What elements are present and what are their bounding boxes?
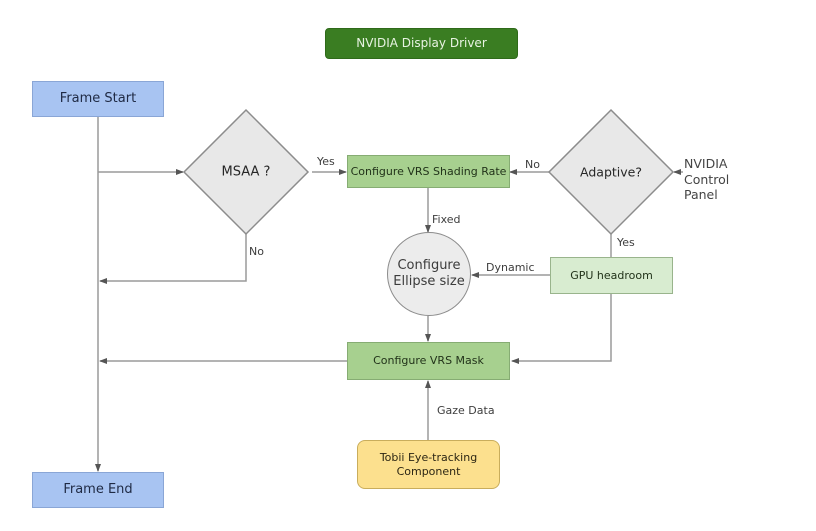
tobii-line-1: Tobii Eye-tracking [379,451,478,465]
control-panel-line-2: Control [684,171,730,187]
adaptive-decision-label: Adaptive? [580,164,642,180]
adaptive-decision-diamond [547,108,675,236]
msaa-decision-label: MSAA ? [221,164,271,180]
configure-vrs-mask-node: Configure VRS Mask [347,342,510,380]
tobii-eye-tracking-node: Tobii Eye-tracking Component [357,440,500,489]
frame-start-node: Frame Start [32,81,164,117]
frame-end-node: Frame End [32,472,164,508]
edge-label-dynamic: Dynamic [486,261,535,274]
control-panel-line-1: NVIDIA [684,156,728,171]
edge-label-msaa-no: No [249,245,264,258]
configure-ellipse-size-node: Configure Ellipse size [387,232,471,316]
tobii-line-2: Component [396,464,461,478]
nvidia-control-panel-label: NVIDIA Control Panel [684,156,729,203]
msaa-decision-diamond [182,108,310,236]
edge-label-fixed: Fixed [432,213,461,226]
edge-label-adaptive-yes: Yes [617,236,635,249]
ellipse-line-1: Configure [397,258,461,274]
edge-gpu-headroom-to-vrs-mask [511,293,612,364]
ellipse-line-2: Ellipse size [393,274,465,289]
gpu-headroom-node: GPU headroom [550,257,673,294]
edge-label-msaa-yes: Yes [317,155,335,168]
control-panel-line-3: Panel [684,187,718,203]
edge-msaa-no-to-spine [99,233,247,284]
nvidia-display-driver-header: NVIDIA Display Driver [325,28,518,59]
configure-vrs-shading-rate-node: Configure VRS Shading Rate [347,155,510,188]
edge-label-gaze-data: Gaze Data [437,404,495,417]
edge-label-adaptive-no: No [525,158,540,171]
